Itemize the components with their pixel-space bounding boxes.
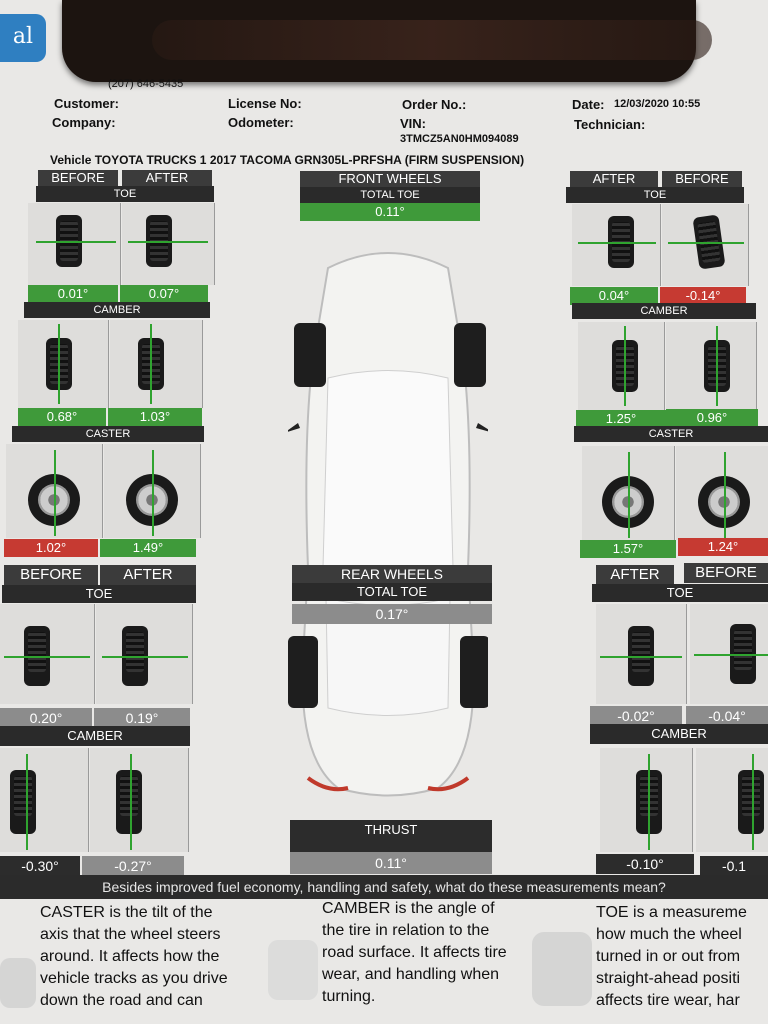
date-value: 12/03/2020 10:55 — [614, 98, 701, 110]
front-right-caster-after-value: 1.57° — [580, 540, 676, 558]
toe-explanation: TOE is a measureme how much the wheel tu… — [596, 904, 747, 1009]
rear-right-toe-before-image — [690, 604, 768, 704]
toe-car-icon — [532, 932, 592, 1006]
rear-left-toe-before-image — [0, 604, 95, 704]
front-total-toe-value: 0.11° — [300, 203, 480, 221]
front-right-toe-after-image — [572, 204, 661, 286]
front-left-camber-after-image — [110, 320, 203, 408]
rear-total-toe-value: 0.17° — [292, 604, 492, 624]
front-right-camber-after-image — [578, 322, 665, 410]
license-label: License No: — [228, 96, 302, 111]
rear-right-camber-before-image — [696, 748, 768, 852]
vin-label: VIN: — [400, 116, 426, 131]
rear-right-toe-before-value: -0.04° — [686, 706, 768, 726]
clipboard-clip — [62, 0, 712, 82]
rear-right-camber-after-image — [600, 748, 693, 852]
front-left-toe-after-value: 0.07° — [120, 285, 208, 303]
explanation-heading: Besides improved fuel economy, handling … — [0, 875, 768, 899]
rear-right-camber-after-value: -0.10° — [596, 854, 694, 874]
front-wheels-title: FRONT WHEELS — [300, 171, 480, 187]
front-right-after-header: AFTER — [570, 171, 658, 187]
front-left-camber-before-value: 0.68° — [18, 408, 106, 426]
rear-right-after-header: AFTER — [596, 565, 674, 585]
shop-phone: (207) 646-5435 — [108, 78, 184, 90]
front-right-camber-before-image — [666, 322, 757, 410]
rear-right-camber-label: CAMBER — [590, 724, 768, 744]
technician-label: Technician: — [574, 117, 646, 132]
rear-left-camber-before-value: -0.30° — [0, 856, 80, 876]
front-left-caster-after-image — [104, 444, 201, 538]
front-right-before-header: BEFORE — [662, 171, 742, 187]
rear-total-toe-label: TOTAL TOE — [292, 583, 492, 601]
company-label: Company: — [52, 115, 116, 130]
front-right-camber-before-value: 0.96° — [666, 409, 758, 427]
front-right-toe-label: TOE — [566, 187, 744, 203]
rear-left-before-header: BEFORE — [4, 565, 98, 585]
rear-right-camber-before-value: -0.1 — [700, 856, 768, 876]
front-left-toe-before-value: 0.01° — [28, 285, 118, 303]
rear-left-camber-after-image — [90, 748, 189, 852]
shop-logo: al — [0, 14, 46, 62]
rear-left-toe-after-image — [96, 604, 193, 704]
front-right-camber-label: CAMBER — [572, 303, 756, 319]
vehicle-description: Vehicle TOYOTA TRUCKS 1 2017 TACOMA GRN3… — [50, 153, 525, 167]
odometer-label: Odometer: — [228, 115, 294, 130]
rear-left-toe-label: TOE — [2, 585, 196, 603]
caster-car-icon — [0, 958, 36, 1008]
front-left-caster-before-image — [6, 444, 103, 538]
rear-left-toe-before-value: 0.20° — [0, 708, 92, 728]
front-left-toe-label: TOE — [36, 186, 214, 202]
front-left-toe-before-image — [28, 203, 121, 285]
front-right-toe-before-image — [662, 204, 749, 286]
front-left-toe-after-image — [122, 203, 215, 285]
front-right-caster-after-image — [582, 446, 675, 540]
vehicle-diagram — [284, 238, 494, 798]
front-right-caster-before-image — [676, 446, 768, 540]
front-right-caster-label: CASTER — [574, 426, 768, 442]
front-right-camber-after-value: 1.25° — [576, 410, 666, 428]
rear-right-toe-after-value: -0.02° — [590, 706, 682, 726]
front-left-caster-after-value: 1.49° — [100, 539, 196, 557]
front-left-camber-label: CAMBER — [24, 302, 210, 318]
front-right-toe-before-value: -0.14° — [660, 287, 746, 305]
front-left-camber-after-value: 1.03° — [108, 408, 202, 426]
rear-left-camber-before-image — [0, 748, 89, 852]
caster-explanation: CASTER is the tilt of the axis that the … — [40, 904, 228, 1009]
rear-left-camber-label: CAMBER — [0, 726, 190, 746]
rear-left-camber-after-value: -0.27° — [82, 856, 184, 876]
date-label: Date: — [572, 97, 605, 112]
rear-left-after-header: AFTER — [100, 565, 196, 585]
thrust-value: 0.11° — [290, 852, 492, 874]
thrust-label: THRUST — [290, 820, 492, 852]
front-left-before-header: BEFORE — [38, 170, 118, 186]
front-left-caster-label: CASTER — [12, 426, 204, 442]
camber-explanation: CAMBER is the angle of the tire in relat… — [322, 900, 507, 1005]
front-right-caster-before-value: 1.24° — [678, 538, 768, 556]
front-left-camber-before-image — [18, 320, 109, 408]
front-right-toe-after-value: 0.04° — [570, 287, 658, 305]
rear-wheels-title: REAR WHEELS — [292, 565, 492, 583]
rear-right-toe-after-image — [596, 604, 687, 704]
customer-label: Customer: — [54, 96, 120, 111]
front-left-caster-before-value: 1.02° — [4, 539, 98, 557]
front-total-toe-label: TOTAL TOE — [300, 187, 480, 203]
vin-value: 3TMCZ5AN0HM094089 — [400, 133, 519, 145]
front-left-after-header: AFTER — [122, 170, 212, 186]
rear-right-before-header: BEFORE — [684, 563, 768, 583]
order-label: Order No.: — [402, 97, 467, 112]
rear-left-toe-after-value: 0.19° — [94, 708, 190, 728]
camber-car-icon — [268, 940, 318, 1000]
rear-right-toe-label: TOE — [592, 584, 768, 602]
